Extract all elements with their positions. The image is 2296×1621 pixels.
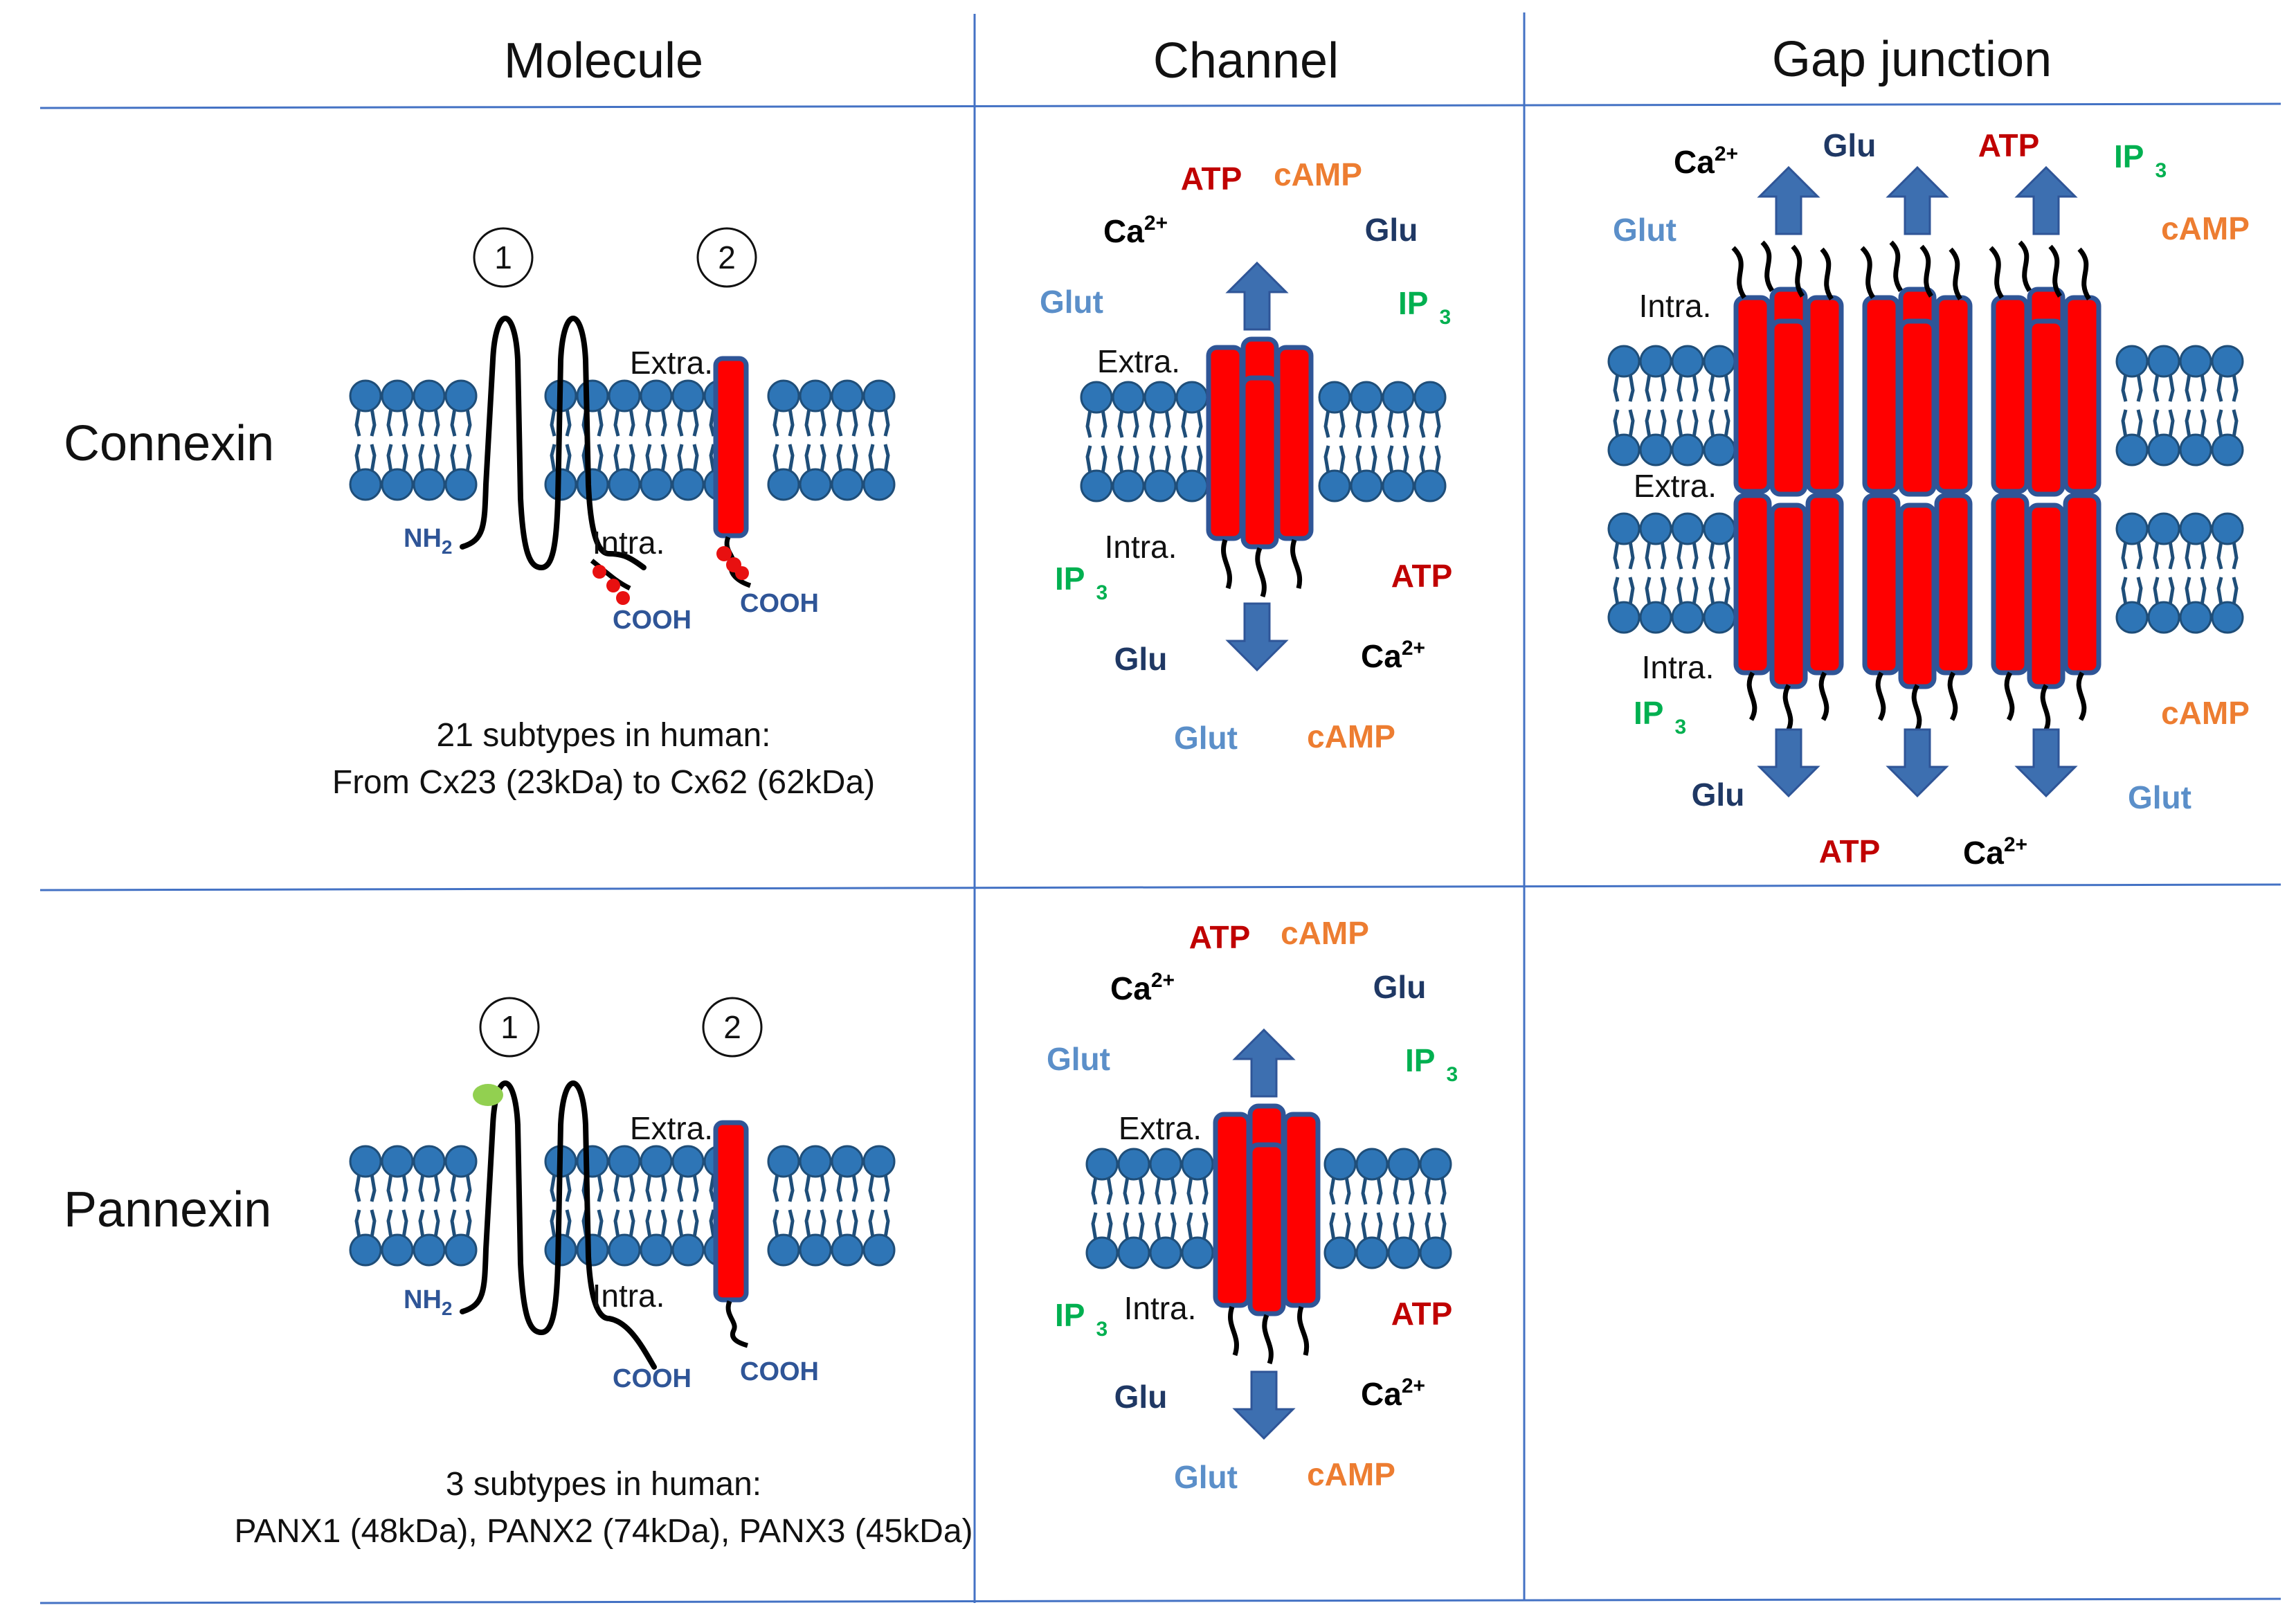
molecule-ca2: Ca2+ [1103,212,1168,249]
c-terminus-label: COOH [613,606,691,635]
circle-number: 2 [718,239,736,275]
n-terminus-label: NH2 [404,1285,452,1319]
efflux-arrow-down [1233,1370,1294,1440]
header-molecule: Molecule [504,33,703,89]
flow-arrow-up [1887,166,1948,235]
pannexin-subtype-caption: 3 subtypes in human: [446,1466,761,1503]
circle-number: 1 [500,1009,518,1045]
c-terminus-label: COOH [740,589,819,618]
molecule-glut: Glut [1613,212,1676,248]
connexin-molecule-diagram: 1 2 Extra. Intra. NH2 COOH COOH 21 subty… [332,227,894,801]
efflux-arrow-down [1227,602,1287,671]
molecule-camp: cAMP [2161,210,2250,246]
glycosylation-site [473,1084,503,1106]
membrane-bilayer [350,1146,894,1265]
molecule-atp: ATP [1978,127,2040,163]
transmembrane-topology-2 [713,356,752,588]
gap-junction-channel [1989,240,2101,734]
molecule-glut: Glut [1174,1459,1238,1495]
efflux-arrow-up [1227,262,1287,331]
pannexin-size-caption: PANX1 (48kDa), PANX2 (74kDa), PANX3 (45k… [234,1513,973,1550]
circle-marker-1 [473,227,534,288]
molecule-camp: cAMP [2161,695,2250,731]
molecule-atp: ATP [1189,919,1251,955]
flow-arrow-down [1758,728,1819,797]
molecule-glut: Glut [1040,284,1103,320]
row-label-pannexin: Pannexin [64,1182,271,1238]
molecule-glu: Glu [1365,212,1418,248]
connexin-size-caption: From Cx23 (23kDa) to Cx62 (62kDa) [332,764,875,801]
intracellular-label: Intra. [593,525,665,561]
molecule-ca2: Ca2+ [1361,637,1425,674]
membrane-bilayer [350,381,894,500]
molecule-glu: Glu [1373,969,1427,1005]
molecule-camp: cAMP [1307,718,1395,754]
molecule-atp: ATP [1181,161,1242,197]
header-channel: Channel [1153,33,1339,89]
table-grid [39,12,2281,1604]
molecule-ca2: Ca2+ [1963,833,2027,871]
circle-marker-2 [696,227,757,288]
c-terminus-label: COOH [613,1364,691,1393]
intracellular-label: Intra. [593,1278,665,1314]
flow-arrow-down [1887,728,1948,797]
extracellular-label: Extra. [1097,343,1180,379]
gap-junction-channel [1860,240,1973,734]
pannexin-molecule-diagram: 1 2 Extra. Intra. NH2 COOH COOH 3 subtyp… [234,997,973,1550]
hemichannel [1206,336,1314,598]
intracellular-label: Intra. [1105,529,1177,565]
flow-arrow-up [1758,166,1819,235]
transmembrane-topology-1 [460,316,647,605]
circle-number: 1 [494,239,512,275]
extracellular-label: Extra. [630,1110,713,1146]
extracellular-label: Extra. [630,345,713,381]
flow-arrow-up [2016,166,2077,235]
intracellular-label: Intra. [1124,1290,1197,1326]
connexin-subtype-caption: 21 subtypes in human: [437,717,771,754]
transmembrane-topology-1 [460,1080,657,1370]
extracellular-label: Extra. [1119,1110,1202,1146]
molecule-glu: Glu [1692,777,1745,813]
molecule-ca2: Ca2+ [1110,969,1175,1006]
row-label-connexin: Connexin [64,416,274,471]
pannexon [1213,1103,1321,1365]
header-gap-junction: Gap junction [1772,32,2052,87]
molecule-camp: cAMP [1307,1456,1395,1492]
molecule-camp: cAMP [1281,915,1369,951]
circle-number: 2 [723,1009,741,1045]
molecule-atp: ATP [1819,833,1881,869]
flow-arrow-down [2016,728,2077,797]
molecule-glu: Glu [1823,127,1877,163]
molecule-ca2: Ca2+ [1674,143,1738,180]
molecule-glu: Glu [1114,641,1168,677]
extracellular-label: Extra. [1634,468,1717,504]
efflux-arrow-up [1233,1029,1294,1098]
molecule-glut: Glut [1174,720,1238,756]
n-terminus-label: NH2 [404,524,452,558]
circle-marker-1 [479,997,540,1058]
transmembrane-topology-2 [713,1120,749,1348]
gap-junction-channel [1731,240,1844,734]
molecule-glut: Glut [2128,779,2191,815]
molecule-ca2: Ca2+ [1361,1375,1425,1412]
molecule-glut: Glut [1047,1041,1110,1077]
molecule-camp: cAMP [1274,156,1362,192]
intracellular-label: Intra. [1639,288,1712,324]
intracellular-label: Intra. [1642,649,1715,685]
molecule-atp: ATP [1391,558,1453,594]
circle-marker-2 [702,997,763,1058]
molecule-glu: Glu [1114,1379,1168,1415]
c-terminus-label: COOH [740,1357,819,1386]
molecule-atp: ATP [1391,1296,1453,1332]
